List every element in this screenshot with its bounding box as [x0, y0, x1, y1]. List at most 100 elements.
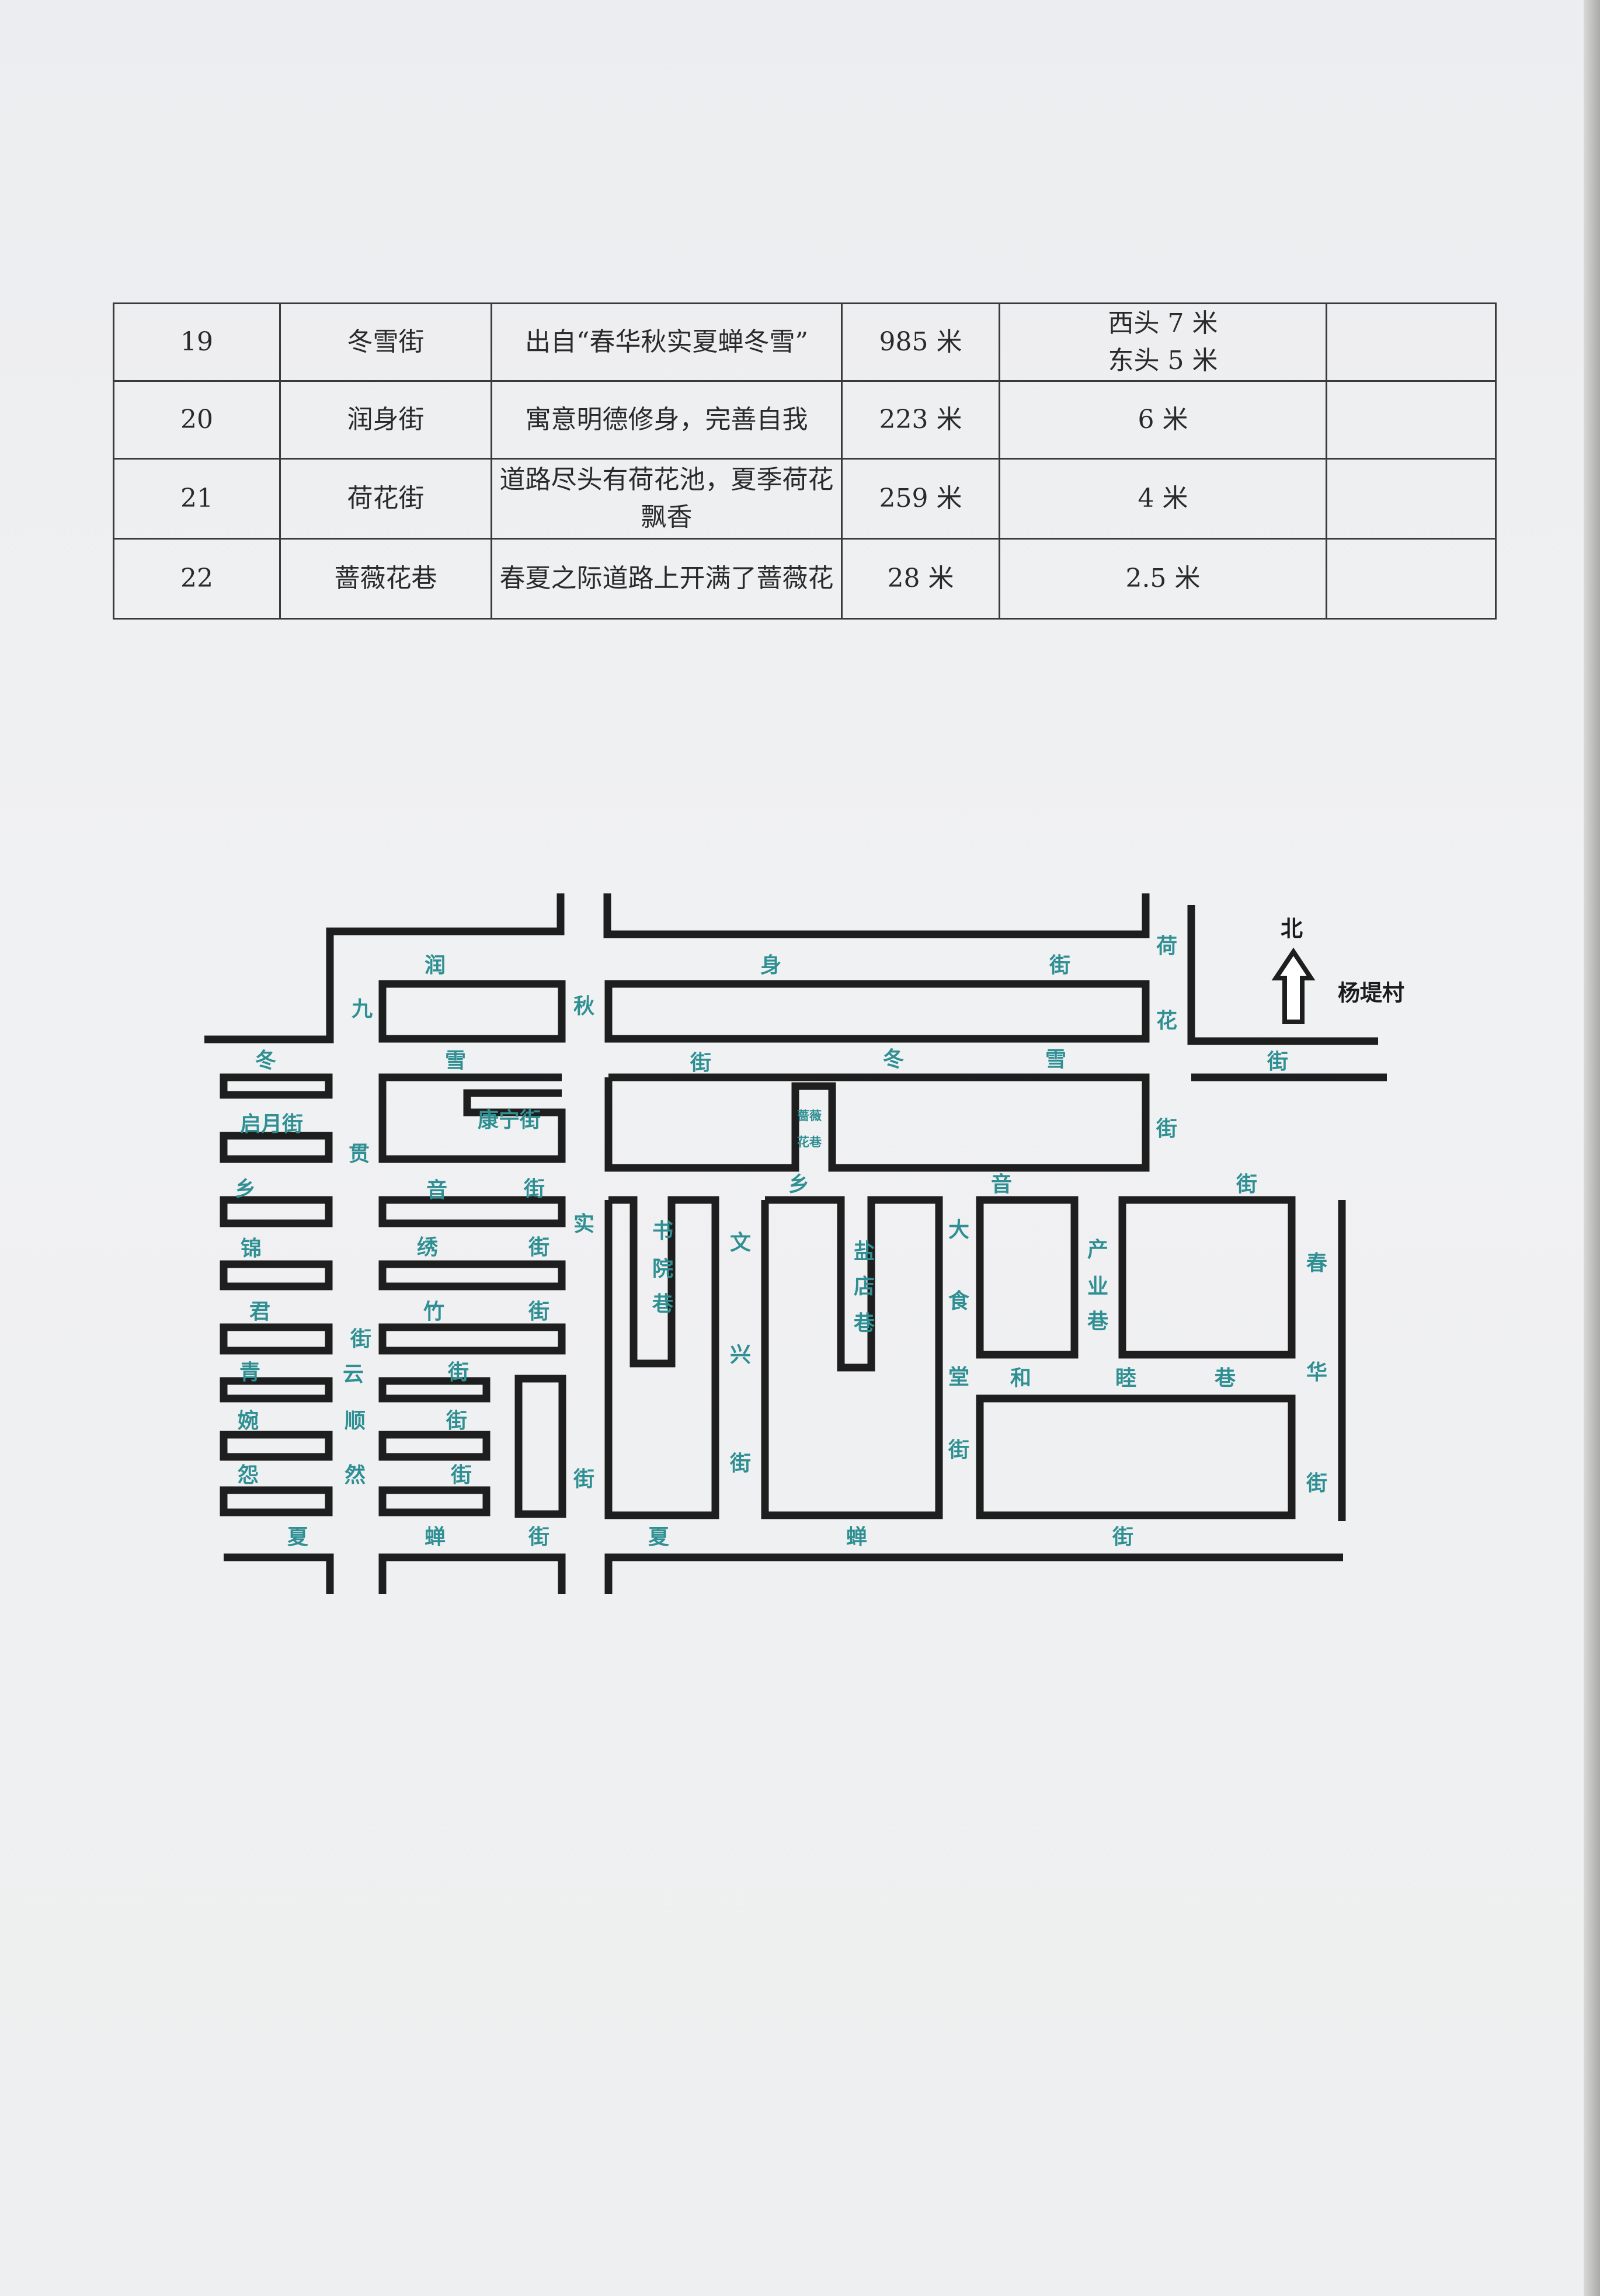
- map-label: 实: [573, 1212, 595, 1236]
- row-number: 20: [113, 380, 281, 460]
- street-map: 北 杨堤村 润 身 街 荷 花 九 秋 冬 雪 街 冬 雪 街 启月街 康宁街 …: [204, 879, 1407, 1597]
- name-origin: 出自“春华秋实夏蝉冬雪”: [491, 302, 843, 382]
- map-label: 婉: [237, 1409, 259, 1433]
- city-block: [378, 1260, 566, 1290]
- street-length: 28 米: [841, 538, 1000, 620]
- city-block: [220, 1196, 333, 1227]
- street-width-line: 6 米: [1138, 405, 1188, 434]
- street-width: 2.5 米: [999, 538, 1327, 620]
- name-origin: 寓意明德修身，完善自我: [491, 380, 843, 460]
- street-width-line: 4 米: [1138, 483, 1188, 513]
- city-block: [378, 1323, 566, 1355]
- map-label: 润: [424, 954, 446, 977]
- road-edge: [604, 1553, 1343, 1594]
- table-row: 21 荷花街 道路尽头有荷花池，夏季荷花飘香 259 米 4 米: [113, 458, 1497, 540]
- map-label: 九: [351, 997, 373, 1021]
- map-label: 街: [1236, 1173, 1258, 1196]
- city-block: [220, 1377, 333, 1403]
- map-label: 绣: [416, 1236, 439, 1260]
- city-block: [976, 1394, 1296, 1519]
- map-label: 堂: [948, 1365, 970, 1389]
- city-block: [976, 1196, 1079, 1359]
- map-label: 店: [853, 1275, 875, 1299]
- street-length: 223 米: [841, 380, 1000, 460]
- city-block: [220, 1323, 333, 1355]
- name-origin: 道路尽头有荷花池，夏季荷花飘香: [491, 458, 843, 540]
- city-block: [220, 1132, 333, 1163]
- map-label: 青: [239, 1361, 261, 1384]
- map-label: 街: [1306, 1471, 1328, 1495]
- map-label: 竹: [423, 1300, 445, 1324]
- map-label: 春: [1306, 1251, 1328, 1275]
- street-note: [1326, 302, 1497, 382]
- row-number: 22: [113, 538, 281, 620]
- map-label: 街: [350, 1327, 372, 1351]
- map-label: 启月街: [239, 1112, 304, 1136]
- map-label: 大: [948, 1218, 970, 1242]
- map-label: 蔷薇: [797, 1109, 822, 1123]
- road-edge: [603, 893, 1150, 938]
- map-label: 康宁街: [477, 1108, 541, 1132]
- map-label: 蝉: [424, 1525, 446, 1549]
- map-label: 冬: [882, 1048, 905, 1072]
- table-row: 19 冬雪街 出自“春华秋实夏蝉冬雪” 985 米 西头 7 米 东头 5 米: [113, 302, 1497, 382]
- street-note: [1326, 380, 1497, 460]
- map-label: 和: [1010, 1366, 1032, 1390]
- map-label: 街: [528, 1300, 550, 1324]
- map-label: 夏: [287, 1525, 309, 1549]
- map-label: 雪: [444, 1049, 467, 1073]
- row-number: 19: [113, 302, 281, 382]
- city-block: [761, 1196, 943, 1519]
- table-row: 22 蔷薇花巷 春夏之际道路上开满了蔷薇花 28 米 2.5 米: [113, 538, 1497, 620]
- map-label: 街: [446, 1409, 468, 1433]
- street-name: 荷花街: [279, 458, 492, 540]
- map-label: 街: [729, 1452, 752, 1476]
- city-block: [378, 1196, 566, 1227]
- street-name: 冬雪街: [279, 302, 492, 382]
- map-label: 业: [1087, 1275, 1109, 1299]
- map-label: 街: [1112, 1525, 1134, 1549]
- city-block: [604, 980, 1150, 1043]
- map-label: 巷: [652, 1292, 674, 1316]
- street-length: 259 米: [841, 458, 1000, 540]
- city-block: [378, 1431, 491, 1461]
- map-label: 产: [1087, 1238, 1109, 1262]
- map-label: 街: [1156, 1117, 1178, 1141]
- map-label: 街: [447, 1361, 469, 1384]
- city-block: [378, 1377, 491, 1403]
- street-width-line: 西头 7 米: [1108, 308, 1218, 338]
- road-edge: [1187, 905, 1378, 1045]
- map-label: 街: [1267, 1050, 1289, 1074]
- city-block: [220, 1073, 333, 1099]
- map-label: 秋: [573, 994, 595, 1018]
- map-label: 乡: [234, 1177, 256, 1201]
- map-label: 文: [729, 1231, 752, 1255]
- map-label: 锦: [240, 1237, 262, 1261]
- map-label: 街: [948, 1438, 970, 1462]
- map-label: 街: [528, 1236, 550, 1260]
- street-width-line: 2.5 米: [1125, 563, 1201, 593]
- street-map-drawing: [204, 893, 1387, 1594]
- map-label: 书: [652, 1219, 674, 1243]
- row-number: 21: [113, 458, 281, 540]
- map-label: 院: [652, 1257, 674, 1281]
- road-edge: [378, 1553, 566, 1594]
- city-block: [378, 1486, 491, 1516]
- map-label: 蝉: [846, 1525, 868, 1549]
- map-label: 街: [573, 1467, 595, 1491]
- street-width: 4 米: [999, 458, 1327, 540]
- map-label: 荷: [1156, 934, 1178, 958]
- map-label: 怨: [237, 1463, 259, 1487]
- city-block: [220, 1486, 333, 1516]
- village-label: 杨堤村: [1337, 980, 1405, 1006]
- map-label: 街: [523, 1177, 545, 1201]
- map-label: 君: [249, 1300, 271, 1324]
- street-name: 润身街: [279, 380, 492, 460]
- map-label: 华: [1306, 1361, 1328, 1384]
- map-label: 音: [426, 1178, 448, 1202]
- map-label: 巷: [1214, 1366, 1236, 1390]
- map-label: 云: [342, 1362, 364, 1386]
- city-block: [378, 1073, 566, 1163]
- city-block: [220, 1431, 333, 1461]
- street-table: 19 冬雪街 出自“春华秋实夏蝉冬雪” 985 米 西头 7 米 东头 5 米 …: [113, 302, 1497, 620]
